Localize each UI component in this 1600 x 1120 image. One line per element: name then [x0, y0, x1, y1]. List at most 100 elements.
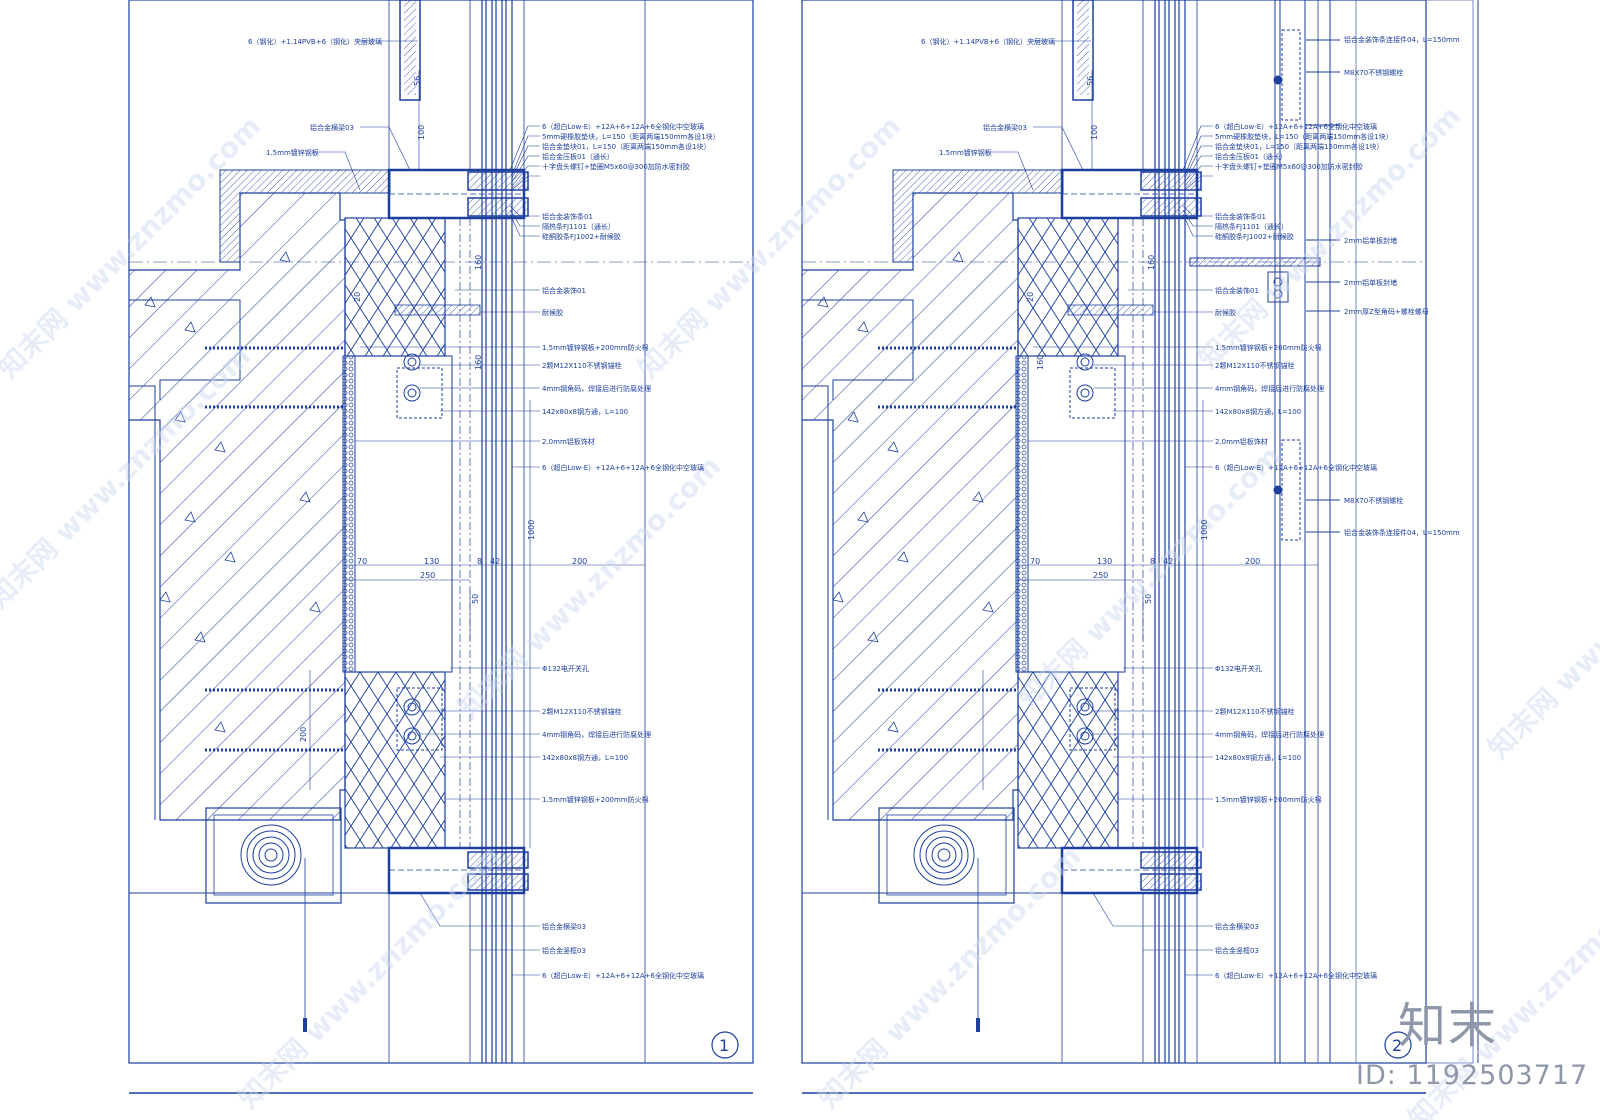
dim-50-r: 50 — [1144, 594, 1153, 604]
detail-number-2: 2 — [1392, 1036, 1402, 1055]
label-trim-03: 铝合金横梁03 — [310, 123, 354, 132]
label-steel-wool-r2: 1.5mm镀锌钢板+200mm防火棉 — [1215, 795, 1322, 804]
detail-number-1: 1 — [719, 1036, 729, 1055]
label-angle-r2: 4mm钢角码，焊接后进行防腐处理 — [1215, 730, 1324, 739]
label-anchor-r: 2颗M12X110不锈钢锚栓 — [1215, 361, 1295, 370]
dim-100: 100 — [417, 125, 426, 140]
label-trim-03-r-bottom: 铝合金横梁03 — [1215, 922, 1259, 931]
label-flash-2: 2mm铝单板封堵 — [1344, 278, 1397, 287]
label-press-plate: 铝合金压板01（通长） — [542, 152, 614, 161]
label-decor-01: 铝合金装饰条01 — [542, 212, 593, 221]
dim-1000-r: 1000 — [1200, 520, 1209, 540]
label-steel-tube-r2: 142x80x8钢方通，L=100 — [1215, 753, 1301, 762]
label-trim-03-r: 铝合金横梁03 — [983, 123, 1027, 132]
dim-20-r: 20 — [1026, 292, 1035, 302]
label-steel-tube-r: 142x80x8钢方通，L=100 — [1215, 407, 1301, 416]
label-angle-2: 4mm钢角码，焊接后进行防腐处理 — [542, 730, 651, 739]
dim-250-r: 250 — [1093, 571, 1108, 580]
label-al-plate-r: 2.0mm铝板饰材 — [1215, 437, 1268, 446]
label-al-plate: 2.0mm铝板饰材 — [542, 437, 595, 446]
label-weather-seal-r: 耐候胶 — [1215, 308, 1236, 317]
dim-56: 56 — [413, 76, 422, 86]
label-pipe: Φ132电开关孔 — [542, 664, 589, 673]
label-low-e-glass-r2: 6（超白Low-E）+12A+6+12A+6全钢化中空玻璃 — [1215, 463, 1377, 472]
dim-200-v: 200 — [299, 727, 308, 742]
label-laminated-glass-r: 6（钢化）+1.14PVB+6（钢化）夹层玻璃 — [921, 37, 1055, 46]
dim-20: 20 — [353, 292, 362, 302]
dim-70-r: 70 — [1030, 557, 1040, 566]
label-laminated-glass: 6（钢化）+1.14PVB+6（钢化）夹层玻璃 — [248, 37, 382, 46]
dim-1000: 1000 — [527, 520, 536, 540]
label-spacer-01: 铝合金垫块01，L=150（距离两端150mm各设1块） — [542, 142, 711, 151]
label-steel-plate-r: 1.5mm镀锌钢板 — [939, 148, 992, 157]
dim-200-r: 200 — [1245, 557, 1260, 566]
label-anchor: 2颗M12X110不锈钢锚栓 — [542, 361, 622, 370]
brand-logo-text: 知末 — [1398, 998, 1499, 1054]
label-low-e-glass-r: 6（超白Low-E）+12A+6+12A+6全钢化中空玻璃 — [1215, 122, 1377, 131]
label-clip-04-top: 铝合金装饰条连接件04，L=150mm — [1344, 35, 1460, 44]
label-steel-wool: 1.5mm镀锌钢板+200mm防火棉 — [542, 343, 649, 352]
label-steel-wool-2: 1.5mm镀锌钢板+200mm防火棉 — [542, 795, 649, 804]
label-bolt-r: 十字盘头螺钉+垫圈M5x60@300加防水密封胶 — [1215, 162, 1363, 171]
watermark-text: 知末网 www.znzmo.com — [1482, 489, 1600, 765]
label-steel-plate: 1.5mm镀锌钢板 — [266, 148, 319, 157]
dim-160-a-r: 160 — [1147, 255, 1156, 270]
dim-250: 250 — [420, 571, 435, 580]
label-decor-board: 铝合金装饰01 — [542, 286, 586, 295]
label-low-e-glass-3: 6（超白Low-E）+12A+6+12A+6全钢化中空玻璃 — [542, 971, 704, 980]
dim-130: 130 — [424, 557, 439, 566]
label-low-e-glass-2: 6（超白Low-E）+12A+6+12A+6全钢化中空玻璃 — [542, 463, 704, 472]
label-decor-board-r: 铝合金装饰01 — [1215, 286, 1259, 295]
dim-50: 50 — [471, 594, 480, 604]
label-mullion-03: 铝合金竖框03 — [542, 946, 586, 955]
label-low-e-glass: 6（超白Low-E）+12A+6+12A+6全钢化中空玻璃 — [542, 122, 704, 131]
dim-160-b-r: 160 — [1036, 355, 1045, 370]
watermark-text: 知末网 www.znzmo.com — [452, 449, 728, 725]
dim-8: 8 — [477, 557, 482, 566]
label-seal-fj1101: 隔热条FJ1101（通长） — [542, 222, 615, 231]
dim-160-b: 160 — [474, 355, 483, 370]
label-flash-1: 2mm铝单板封堵 — [1344, 236, 1397, 245]
label-anchor-r2: 2颗M12X110不锈钢锚栓 — [1215, 707, 1295, 716]
label-angle-r: 4mm钢角码，焊接后进行防腐处理 — [1215, 384, 1324, 393]
label-rubber-pad-r: 5mm硬橡胶垫块，L=150（距离两端150mm各设1块） — [1215, 132, 1393, 141]
dim-56-r: 56 — [1086, 76, 1095, 86]
label-press-plate-r: 铝合金压板01（通长） — [1215, 152, 1287, 161]
label-spacer-01-r: 铝合金垫块01，L=150（距离两端150mm各设1块） — [1215, 142, 1384, 151]
label-anchor-2: 2颗M12X110不锈钢锚栓 — [542, 707, 622, 716]
label-mullion-03-r: 铝合金竖框03 — [1215, 946, 1259, 955]
label-bolt: 十字盘头螺钉+垫圈M5x60@300加防水密封胶 — [542, 162, 690, 171]
dim-100-r: 100 — [1090, 125, 1099, 140]
label-steel-tube: 142x80x8钢方通，L=100 — [542, 407, 628, 416]
watermark-text: 知末网 www.znzmo.com — [812, 839, 1088, 1115]
image-id-label: ID: 1192503717 — [1356, 1060, 1589, 1091]
dim-130-r: 130 — [1097, 557, 1112, 566]
label-flash-3: 2mm厚Z型角码+螺栓螺母 — [1344, 307, 1429, 316]
detail-marker-1: 1 — [711, 1031, 739, 1059]
label-seal-fj1002: 硅酮胶条FJ1002+耐候胶 — [542, 232, 621, 241]
label-weather-seal: 耐候胶 — [542, 308, 563, 317]
dim-200: 200 — [572, 557, 587, 566]
label-steel-wool-r: 1.5mm镀锌钢板+200mm防火棉 — [1215, 343, 1322, 352]
dim-70: 70 — [357, 557, 367, 566]
dim-42: 42 — [490, 557, 500, 566]
detail-marker-2: 2 — [1384, 1031, 1412, 1059]
label-clip-04-bottom: 铝合金装饰条连接件04，L=150mm — [1344, 528, 1460, 537]
label-angle: 4mm钢角码，焊接后进行防腐处理 — [542, 384, 651, 393]
dim-160-a: 160 — [474, 255, 483, 270]
label-trim-03-bottom: 铝合金横梁03 — [542, 922, 586, 931]
dim-42-r: 42 — [1163, 557, 1173, 566]
label-steel-tube-2: 142x80x8钢方通，L=100 — [542, 753, 628, 762]
label-seal-fj1101-r: 隔热条FJ1101（通长） — [1215, 222, 1288, 231]
label-m8-bottom: M8X70不锈钢螺栓 — [1344, 496, 1403, 505]
label-low-e-glass-r3: 6（超白Low-E）+12A+6+12A+6全钢化中空玻璃 — [1215, 971, 1377, 980]
label-seal-fj1002-r: 硅酮胶条FJ1002+耐候胶 — [1215, 232, 1294, 241]
label-m8-top: M8X70不锈钢螺栓 — [1344, 68, 1403, 77]
label-pipe-r: Φ132电开关孔 — [1215, 664, 1262, 673]
label-rubber-pad: 5mm硬橡胶垫块，L=150（距离两端150mm各设1块） — [542, 132, 720, 141]
watermark-text: 知末网 www.znzmo.com — [1012, 439, 1288, 715]
watermark-text: 知末网 www.znzmo.com — [232, 839, 508, 1115]
dim-8-r: 8 — [1150, 557, 1155, 566]
label-decor-01-r: 铝合金装饰条01 — [1215, 212, 1266, 221]
